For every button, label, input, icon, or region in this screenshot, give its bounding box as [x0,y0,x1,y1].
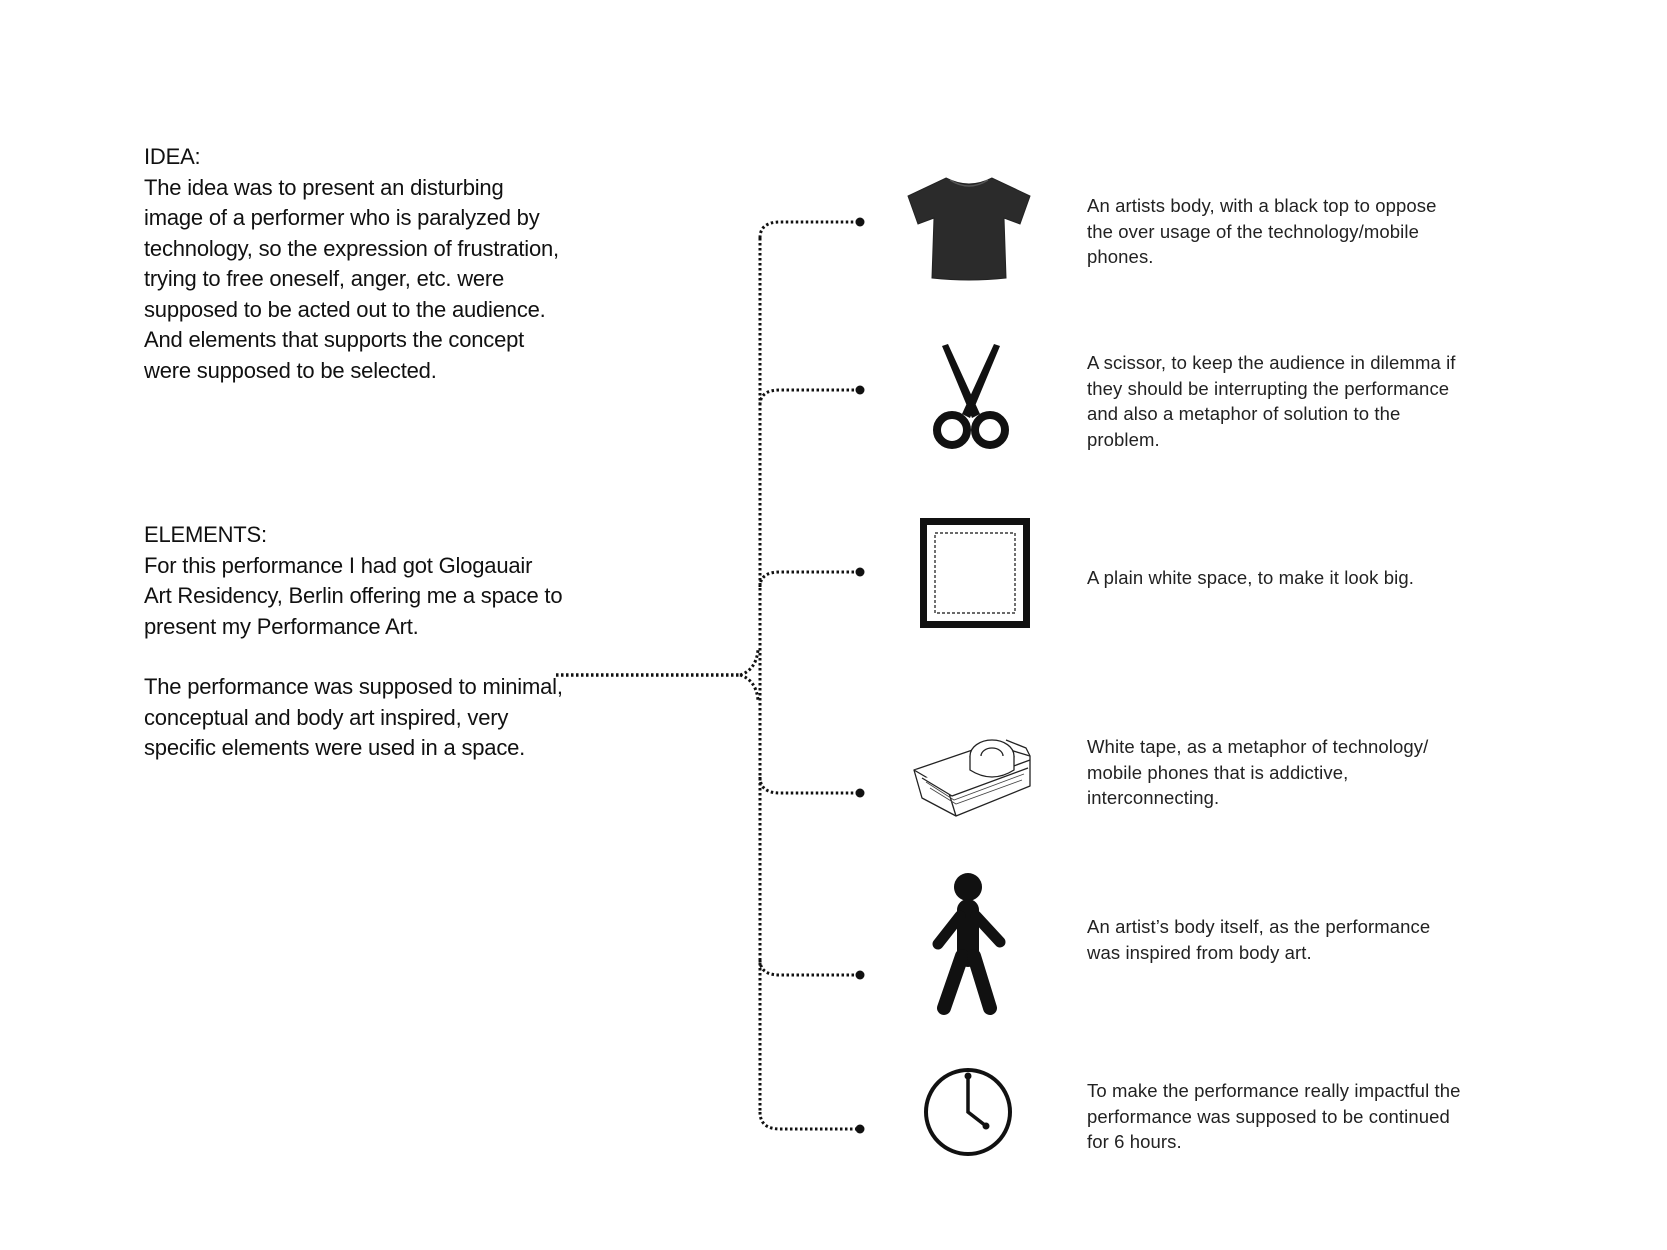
tape-dispenser-icon [913,739,1031,817]
item-description-1: An artists body, with a black top to opp… [1087,195,1437,267]
item-description-2: A scissor, to keep the audience in dilem… [1087,352,1456,450]
branch-connector-1 [758,220,858,239]
item-description-4: White tape, as a metaphor of technology/… [1087,736,1429,808]
junction-connector-down [739,673,760,701]
elements-section: ELEMENTS: For this performance I had got… [144,520,564,764]
t-shirt-icon [907,177,1031,281]
branch-endpoint-3 [855,567,865,577]
item-description-6: To make the performance really impactful… [1087,1080,1461,1152]
idea-body: The idea was to present an disturbing im… [144,174,559,383]
branch-endpoint-1 [855,217,865,227]
branch-connector-6 [758,1111,858,1131]
branch-connector-3 [758,570,858,588]
scissors-icon [933,344,1009,449]
elements-para2: The performance was supposed to minimal,… [144,674,563,760]
elements-heading: ELEMENTS: [144,522,267,547]
branch-endpoint-2 [855,385,865,395]
branch-connector-4 [758,776,858,795]
idea-heading: IDEA: [144,144,201,169]
branch-endpoint-6 [855,1124,865,1134]
person-icon [932,873,1006,1015]
elements-para1: For this performance I had got Glogauair… [144,552,563,639]
idea-section: IDEA: The idea was to present an disturb… [144,142,564,386]
item-description-3: A plain white space, to make it look big… [1087,567,1415,588]
clock-icon [924,1068,1012,1156]
item-description-5: An artist’s body itself, as the performa… [1087,916,1431,963]
junction-connector-up [739,649,760,677]
branch-connector-5 [758,959,858,977]
white-space-icon [920,518,1030,628]
branch-endpoint-4 [855,788,865,798]
branch-endpoint-5 [855,970,865,980]
branch-connector-2 [758,388,858,406]
